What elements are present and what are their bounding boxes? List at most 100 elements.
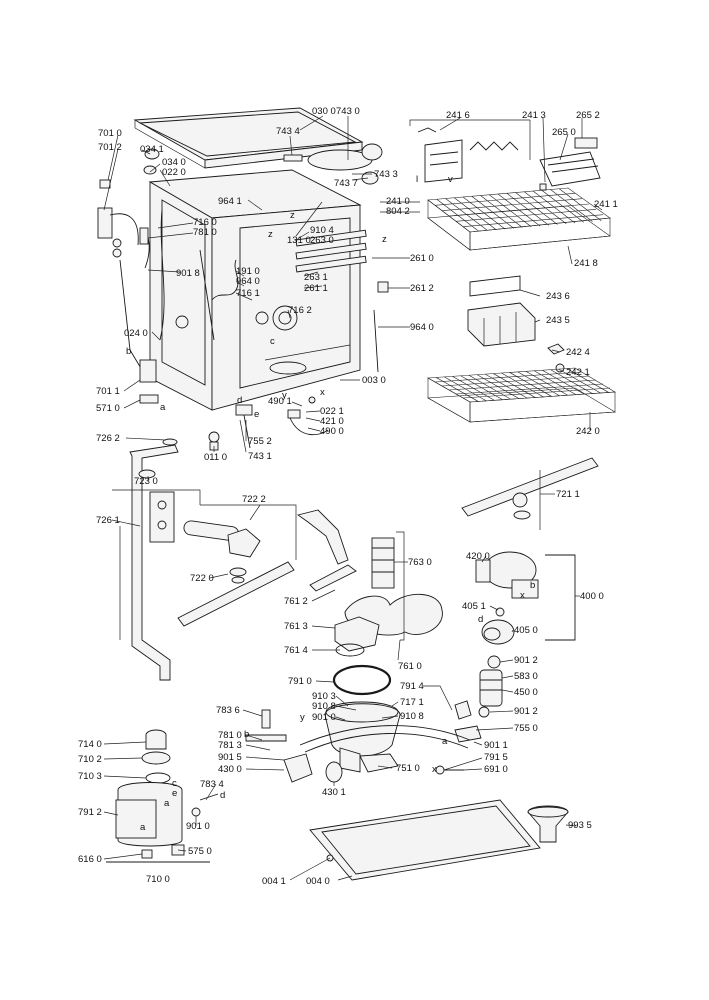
letter-marker: a — [442, 736, 448, 747]
part-label: 726 1 — [96, 515, 120, 526]
part-label: 490 1 — [268, 396, 292, 407]
part-label: 722 0 — [190, 573, 214, 584]
part-label: 034 0 — [162, 157, 186, 168]
part-label: 716 2 — [288, 305, 312, 316]
letter-marker: b — [126, 346, 131, 357]
part-label: 910 3 — [312, 691, 336, 702]
letter-marker: b — [530, 580, 535, 591]
upper-spray-arm — [461, 457, 599, 530]
lower-basket-small-parts — [547, 343, 565, 373]
part-label: 964 0 — [236, 276, 260, 287]
part-label: 722 2 — [242, 494, 266, 505]
detergent-door-cover — [283, 143, 383, 185]
basket-wire — [441, 375, 590, 387]
part-label: 710 0 — [146, 874, 170, 885]
part-label: 743 7 — [334, 178, 358, 189]
part-label: 430 1 — [322, 787, 346, 798]
part-label: 781 3 — [218, 740, 242, 751]
base-frame — [309, 799, 541, 881]
part-label: 791 0 — [288, 676, 312, 687]
letter-marker: a — [164, 798, 170, 809]
letter-marker: d — [237, 395, 242, 406]
letter-marker: x — [432, 764, 437, 775]
part-label: 901 2 — [514, 655, 538, 666]
letter-marker: x — [520, 590, 525, 601]
part-label: 265 2 — [576, 110, 600, 121]
part-label: 910 8 — [400, 711, 424, 722]
lower-basket — [426, 367, 616, 423]
part-label: 616 0 — [78, 854, 102, 865]
part-label: 263 1 — [304, 272, 328, 283]
part-label: 034 1 — [140, 144, 164, 155]
part-label: 710 2 — [78, 754, 102, 765]
part-label: 804 2 — [386, 206, 410, 217]
letter-marker: z — [268, 229, 273, 240]
salt-funnel — [527, 805, 569, 843]
assembly-letter-markers: a b c d e x y z z z l v x b d a b a c d … — [126, 174, 535, 833]
part-label: 791 5 — [484, 752, 508, 763]
cup-shelf — [539, 137, 601, 191]
letter-marker: c — [172, 778, 177, 789]
part-label: 755 2 — [248, 436, 272, 447]
part-label: 714 0 — [78, 739, 102, 750]
letter-marker: b — [244, 729, 249, 740]
letter-marker: a — [160, 402, 166, 413]
part-label: 755 0 — [514, 723, 538, 734]
basket-wire — [462, 387, 611, 399]
part-label: 964 1 — [218, 196, 242, 207]
lower-spray-arm — [177, 520, 295, 627]
pump-group — [454, 551, 576, 743]
part-label: 743 4 — [276, 126, 300, 137]
part-label: 400 0 — [580, 591, 604, 602]
part-label: 003 0 — [362, 375, 386, 386]
letter-marker: c — [270, 336, 275, 347]
part-label: 743 0 — [336, 106, 360, 117]
letter-marker: e — [254, 409, 259, 420]
basket-wire — [455, 209, 597, 222]
part-label: 710 3 — [78, 771, 102, 782]
part-label: 783 4 — [200, 779, 224, 790]
part-label: 261 0 — [410, 253, 434, 264]
part-label: 265 0 — [552, 127, 576, 138]
part-label: 901 8 — [176, 268, 200, 279]
letter-marker: e — [172, 788, 177, 799]
sump-assembly — [296, 509, 443, 773]
part-label: 261 1 — [304, 283, 328, 294]
letter-marker: y — [282, 390, 287, 401]
part-label: 024 0 — [124, 328, 148, 339]
water-softener — [106, 729, 219, 863]
part-label: 701 0 — [98, 128, 122, 139]
part-label: 901 0 — [186, 821, 210, 832]
part-label: 761 4 — [284, 645, 308, 656]
part-label: 791 2 — [78, 807, 102, 818]
basket-wire — [434, 371, 583, 383]
part-label: 716 1 — [236, 288, 260, 299]
basket-wire — [448, 203, 590, 217]
part-label: 726 2 — [96, 433, 120, 444]
upper-basket — [427, 187, 611, 251]
part-label: 751 0 — [396, 763, 420, 774]
drain-pump — [283, 753, 343, 783]
part-label: 781 0 — [218, 730, 242, 741]
part-label: 241 1 — [594, 199, 618, 210]
part-label: 964 0 — [410, 322, 434, 333]
basket-wire — [455, 383, 604, 395]
letter-marker: a — [140, 822, 146, 833]
part-label: 993 5 — [568, 820, 592, 831]
cutlery-basket — [467, 275, 536, 347]
part-label: 241 6 — [446, 110, 470, 121]
letter-marker: x — [320, 387, 325, 398]
part-label: 011 0 — [204, 452, 227, 463]
part-label: 901 0 — [312, 712, 336, 723]
basket-wire — [441, 198, 583, 211]
part-label: 263 0 — [310, 235, 334, 246]
part-label: 721 1 — [556, 489, 580, 500]
part-label: 022 1 — [320, 406, 344, 417]
part-label: 405 1 — [462, 601, 486, 612]
part-label: 490 0 — [320, 426, 344, 437]
part-label: 241 8 — [574, 258, 598, 269]
part-label: 004 0 — [306, 876, 330, 887]
letter-marker: d — [478, 614, 483, 625]
part-label: 261 2 — [410, 283, 434, 294]
leader-lines — [103, 115, 603, 881]
